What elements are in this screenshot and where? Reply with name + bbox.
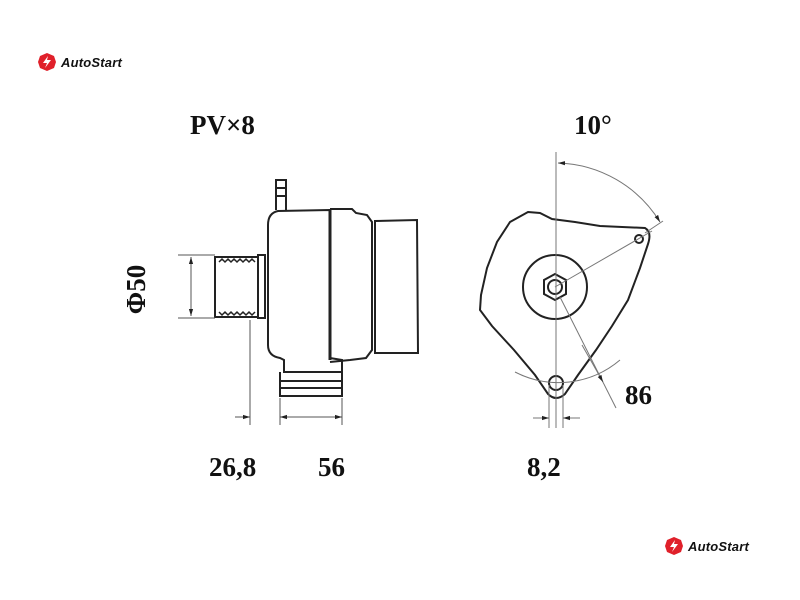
hex-nut [543, 272, 567, 302]
dim-mount-label: 56 [318, 452, 345, 482]
belt-type-label: PV×8 [190, 110, 255, 140]
adjust-hole [634, 234, 644, 244]
logo-text: AutoStart [61, 54, 123, 70]
front-view [478, 210, 651, 399]
side-view-dimensions [178, 254, 343, 425]
dim-hole-label: 8,2 [527, 452, 561, 482]
housing-outline [478, 210, 651, 399]
dim-radius-label: 86 [625, 380, 652, 410]
rear-housing [329, 208, 373, 363]
logo-icon [38, 53, 56, 71]
boss-circle [522, 254, 588, 320]
front-housing [267, 208, 343, 373]
pulley-diameter-label: Φ50 [121, 264, 152, 315]
rear-cap [374, 218, 420, 354]
side-view [214, 179, 420, 397]
logo-text: AutoStart [688, 538, 750, 554]
logo-icon [665, 537, 683, 555]
mounting-foot [279, 372, 343, 397]
front-view-dimensions [514, 152, 664, 428]
dim-pulley-offset-label: 26,8 [209, 452, 257, 482]
brand-logo-top: AutoStart [37, 52, 122, 72]
pulley [214, 256, 259, 318]
angle-label: 10° [574, 110, 612, 140]
brand-logo-bottom: AutoStart [664, 536, 749, 556]
